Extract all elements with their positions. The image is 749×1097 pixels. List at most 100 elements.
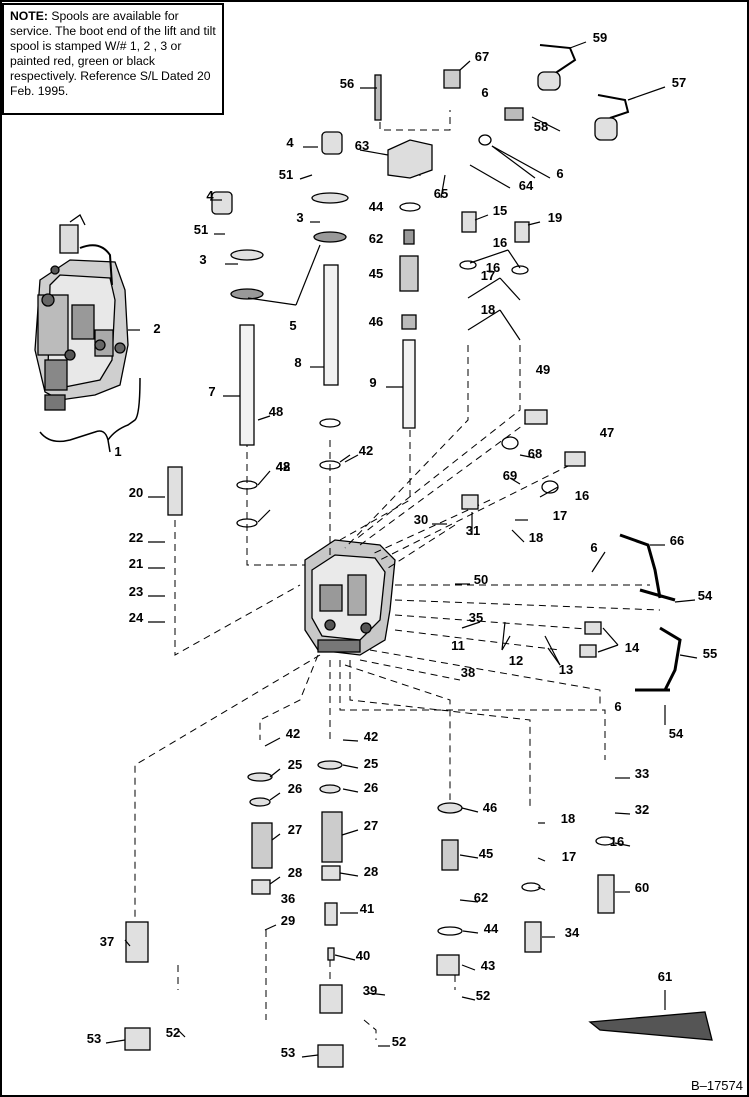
callout-47: 47 bbox=[600, 425, 614, 440]
leader-line bbox=[459, 60, 471, 71]
callout-68: 68 bbox=[528, 446, 542, 461]
leader-line bbox=[462, 930, 479, 934]
callout-57: 57 bbox=[672, 75, 686, 90]
leader-line bbox=[299, 174, 313, 180]
leader-line bbox=[537, 886, 546, 891]
leader-line bbox=[519, 454, 536, 459]
callout-48: 48 bbox=[269, 404, 283, 419]
leader-line bbox=[511, 529, 525, 543]
callout-16: 16 bbox=[575, 488, 589, 503]
callout-18: 18 bbox=[481, 302, 495, 317]
callout-17: 17 bbox=[481, 268, 495, 283]
note-body: Spools are available for service. The bo… bbox=[10, 9, 216, 98]
callout-15: 15 bbox=[493, 203, 507, 218]
leader-line bbox=[591, 551, 606, 573]
callout-62: 62 bbox=[369, 231, 383, 246]
leader-line bbox=[257, 415, 271, 421]
callout-16: 16 bbox=[610, 834, 624, 849]
callout-42: 42 bbox=[286, 726, 300, 741]
leader-line bbox=[597, 644, 619, 653]
leader-line bbox=[339, 872, 359, 877]
callout-37: 37 bbox=[100, 934, 114, 949]
leader-line bbox=[467, 277, 501, 299]
leader-line bbox=[269, 792, 281, 801]
callout-53: 53 bbox=[281, 1045, 295, 1060]
callout-18: 18 bbox=[561, 811, 575, 826]
leader-line bbox=[105, 1039, 126, 1044]
callout-6: 6 bbox=[556, 166, 563, 181]
leader-line bbox=[257, 509, 271, 523]
callout-41: 41 bbox=[360, 901, 374, 916]
valve-body bbox=[304, 539, 396, 656]
callout-1: 1 bbox=[114, 444, 121, 459]
callout-leader-lines bbox=[105, 41, 698, 1058]
callout-18: 18 bbox=[529, 530, 543, 545]
callout-39: 39 bbox=[363, 983, 377, 998]
service-note: NOTE: Spools are available for service. … bbox=[2, 3, 224, 115]
leader-line bbox=[507, 249, 521, 269]
callout-33: 33 bbox=[635, 766, 649, 781]
leader-line bbox=[247, 297, 297, 306]
leader-line bbox=[674, 599, 696, 603]
leader-line bbox=[539, 486, 559, 498]
callout-42: 42 bbox=[359, 443, 373, 458]
callout-43: 43 bbox=[481, 958, 495, 973]
callout-69: 69 bbox=[503, 468, 517, 483]
callout-42: 42 bbox=[364, 729, 378, 744]
callout-52: 52 bbox=[392, 1034, 406, 1049]
callout-46: 46 bbox=[483, 800, 497, 815]
callout-65: 65 bbox=[434, 186, 448, 201]
callout-17: 17 bbox=[553, 508, 567, 523]
callout-25: 25 bbox=[288, 757, 302, 772]
leader-line bbox=[467, 309, 501, 331]
leader-line bbox=[509, 477, 521, 485]
callout-53: 53 bbox=[87, 1031, 101, 1046]
leader-line bbox=[461, 996, 476, 1001]
callout-6: 6 bbox=[481, 85, 488, 100]
callout-26: 26 bbox=[364, 780, 378, 795]
callout-2: 2 bbox=[153, 321, 160, 336]
callout-52: 52 bbox=[476, 988, 490, 1003]
callout-23: 23 bbox=[129, 584, 143, 599]
callout-20: 20 bbox=[129, 485, 143, 500]
callout-4: 4 bbox=[286, 135, 294, 150]
callout-66: 66 bbox=[670, 533, 684, 548]
callout-9: 9 bbox=[369, 375, 376, 390]
callout-35: 35 bbox=[469, 610, 483, 625]
callout-28: 28 bbox=[364, 864, 378, 879]
callout-62: 62 bbox=[474, 890, 488, 905]
note-heading: NOTE: bbox=[10, 9, 48, 23]
leader-line bbox=[474, 214, 489, 221]
leader-line bbox=[491, 145, 536, 179]
callout-12: 12 bbox=[509, 653, 523, 668]
leader-line bbox=[469, 249, 509, 264]
leader-line bbox=[527, 221, 541, 226]
callout-26: 26 bbox=[288, 781, 302, 796]
callout-32: 32 bbox=[635, 802, 649, 817]
bracket-1 bbox=[39, 430, 111, 453]
callout-42: 42 bbox=[276, 459, 290, 474]
leader-line bbox=[544, 635, 561, 666]
leader-line bbox=[264, 737, 281, 747]
callout-31: 31 bbox=[466, 523, 480, 538]
callout-24: 24 bbox=[129, 610, 144, 625]
leader-line bbox=[501, 621, 506, 651]
callout-45: 45 bbox=[369, 266, 383, 281]
callout-61: 61 bbox=[658, 969, 672, 984]
callout-52: 52 bbox=[166, 1025, 180, 1040]
leader-line bbox=[440, 174, 446, 199]
leader-line bbox=[177, 1029, 186, 1038]
leader-line bbox=[269, 768, 281, 778]
callout-labels: 1233445666678911121314151616161617171718… bbox=[87, 30, 717, 1060]
callout-7: 7 bbox=[208, 384, 215, 399]
callout-22: 22 bbox=[129, 530, 143, 545]
callout-48: 48 bbox=[276, 459, 290, 474]
callout-6: 6 bbox=[590, 540, 597, 555]
callout-3: 3 bbox=[199, 252, 206, 267]
leader-line bbox=[342, 764, 359, 769]
callout-13: 13 bbox=[559, 662, 573, 677]
leader-line bbox=[569, 41, 587, 49]
leader-line bbox=[367, 992, 386, 996]
